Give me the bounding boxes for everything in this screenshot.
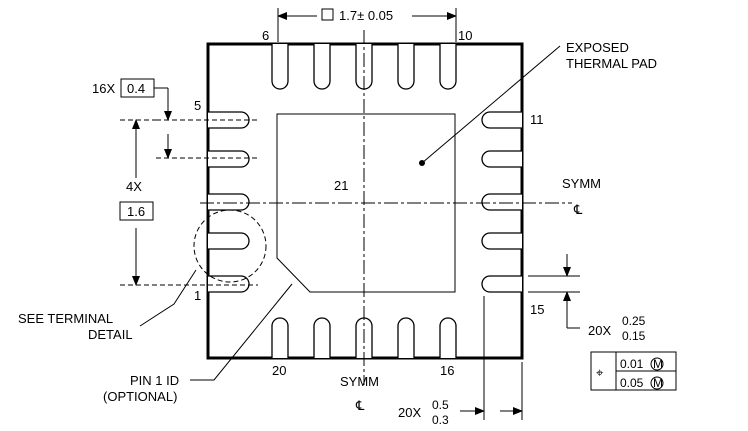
pad-12 [481,150,522,168]
pad-14 [481,232,522,250]
pad-9 [397,44,415,90]
pin-16-label: 16 [440,363,454,378]
top-dimension [277,8,457,42]
tolerance-upper-value: 0.01 [620,357,644,371]
span-dimension [120,119,258,286]
exposed-pad-leader-dot [419,160,425,166]
pad-13 [481,193,522,211]
pad-19 [313,317,331,358]
top-dimension-value: 1.7± 0.05 [339,8,393,23]
pad-20 [271,317,289,358]
pin1-id-leader [190,283,293,381]
pad-15 [481,275,522,293]
tolerance-lower-modifier: M [653,376,663,390]
centerline-bottom-icon: ℄ [355,398,365,413]
pad-17 [397,317,415,358]
terminal-width-lower: 0.15 [622,329,646,343]
symm-bottom-label: SYMM [340,374,379,389]
terminal-length-dimension [460,296,523,420]
pad-10 [439,44,457,90]
pad-16 [439,317,457,358]
pin-20-label: 20 [272,363,286,378]
pitch-count: 16X [92,81,115,96]
pin-1-label: 1 [194,288,201,303]
pad-2 [208,232,250,250]
centerline-right-icon: ℄ [573,202,583,217]
left-pads [208,111,250,293]
terminal-width-upper: 0.25 [622,314,646,328]
terminal-length-lower: 0.3 [432,413,449,427]
terminal-length-upper: 0.5 [432,398,449,412]
tolerance-upper-modifier: M [653,357,663,371]
tolerance-lower-value: 0.05 [620,376,644,390]
pin1-id-label-2: (OPTIONAL) [103,389,177,404]
pitch-dimension [154,87,258,159]
exposed-pad-leader [421,45,561,164]
pad-6 [271,44,289,90]
tolerance-frame [590,351,677,391]
see-terminal-label-1: SEE TERMINAL [18,311,113,326]
exposed-pad-label-2: THERMAL PAD [566,56,657,71]
pad-7 [313,44,331,90]
pin-15-label: 15 [530,302,544,317]
pin-11-label: 11 [530,112,544,127]
exposed-pad-label-1: EXPOSED [566,40,629,55]
thermal-pad-number: 21 [334,178,348,193]
terminal-length-count: 20X [398,405,421,420]
pin-6-label: 6 [262,28,269,43]
pad-11 [481,111,522,129]
span-count: 4X [126,179,142,194]
see-terminal-label-2: DETAIL [88,327,133,342]
pin-10-label: 10 [458,28,472,43]
exposed-thermal-pad [276,113,456,293]
span-value: 1.6 [127,204,145,219]
terminal-detail-circle [193,209,267,283]
terminal-detail-leader [139,269,197,327]
top-pads [271,44,457,90]
pad-3 [208,193,250,211]
terminal-width-dimension [528,254,580,329]
terminal-width-count: 20X [588,323,611,338]
pad-4 [208,150,250,168]
span-value-box [119,201,154,221]
right-pads [481,111,522,293]
pitch-value: 0.4 [127,81,145,96]
pin-5-label: 5 [194,98,201,113]
package-outline [206,42,524,360]
symm-right-label: SYMM [562,176,601,191]
position-tolerance-icon: ⌖ [596,365,604,380]
pin1-id-label-1: PIN 1 ID [130,373,179,388]
